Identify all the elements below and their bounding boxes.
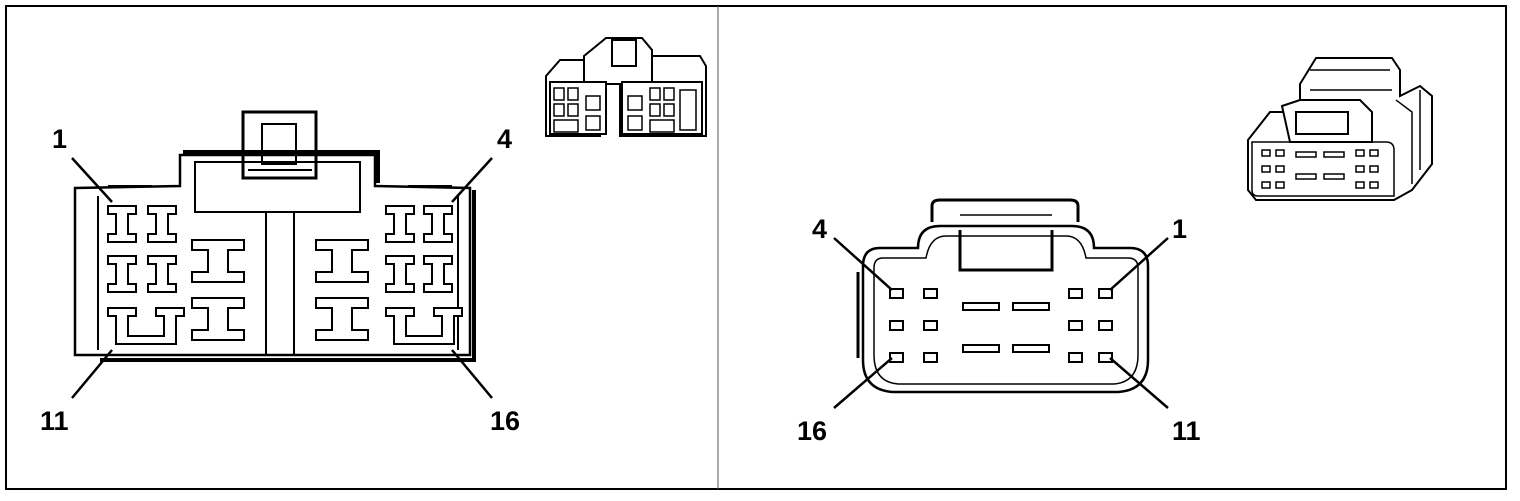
leader-line [451,349,493,399]
terminal [1098,288,1113,299]
left-connector [73,110,476,362]
cavity [107,307,185,345]
leader-line [833,357,893,409]
cavity [147,205,177,243]
pin-label-top-right: 1 [1172,214,1187,244]
terminal [1012,302,1050,311]
right-connector-latch [930,198,1080,222]
cavity [385,307,463,345]
right-connector-terminals [889,288,1113,363]
terminal [962,302,1000,311]
leader-line [1109,357,1169,409]
pin-label-top-right: 4 [497,124,512,154]
right-connector [856,198,1150,394]
cavity [315,297,369,341]
cavity [423,205,453,243]
left-connector-latch [241,110,318,180]
cavity [147,255,177,293]
cavity [385,205,415,243]
terminal [923,352,938,363]
terminal [923,320,938,331]
cavity [191,297,245,341]
right-connector-housing-inner [873,235,1139,385]
iso-side [1395,90,1421,184]
left-connector-latch-window [261,123,297,165]
cavity [423,255,453,293]
iso-top-rail [1310,69,1392,91]
pin-label-top-left: 4 [812,214,827,244]
left-connector-cavities [107,205,463,345]
right-connector-isometric-view [1247,57,1433,201]
leader-line [833,237,893,291]
terminal [923,288,938,299]
left-connector-leaders [71,157,493,399]
leader-line [451,157,493,203]
leader-line [71,157,113,203]
left-connector-housing [73,153,472,357]
terminal [1068,320,1083,331]
cavity [107,205,137,243]
pin-label-bottom-right: 16 [490,406,520,436]
leader-line [71,349,113,399]
terminal [889,288,904,299]
leader-line [1109,237,1169,291]
pin-label-bottom-left: 16 [797,416,827,446]
terminal [889,320,904,331]
iso-terminals [1261,149,1379,189]
terminal [1068,352,1083,363]
cavity [315,239,369,283]
left-connector-keyway [194,161,361,213]
left-connector-isometric-view [545,37,707,137]
cavity [385,255,415,293]
terminal [889,352,904,363]
iso-latch-window [611,39,637,67]
terminal [1098,320,1113,331]
terminal [1098,352,1113,363]
right-connector-leaders [833,237,1169,409]
iso-latch-window [1295,111,1349,135]
diagram-frame [5,5,1507,490]
left-connector-housing-shadow [100,150,476,362]
terminal [1068,288,1083,299]
pin-label-top-left: 1 [52,124,67,154]
pin-label-bottom-left: 11 [40,406,69,436]
terminal [1012,344,1050,353]
cavity [191,239,245,283]
iso-cavities [553,87,697,133]
cavity [107,255,137,293]
right-connector-latch-slot [958,230,1054,272]
terminal [962,344,1000,353]
pin-label-bottom-right: 11 [1172,416,1201,446]
right-connector-housing [861,224,1150,394]
